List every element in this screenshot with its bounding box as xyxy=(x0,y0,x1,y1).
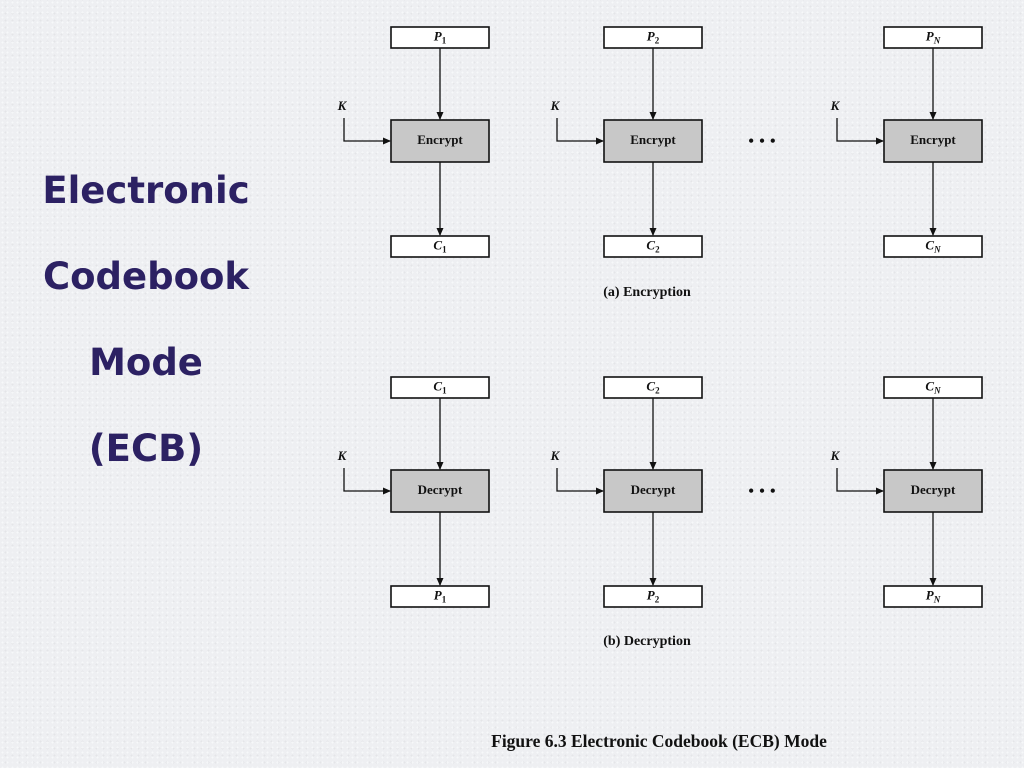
input-block-label: C1 xyxy=(433,378,447,395)
key-arrow xyxy=(343,118,391,145)
output-block-label: C1 xyxy=(433,237,447,254)
input-block-label: C2 xyxy=(646,378,660,395)
slide-title-line-1: Electronic xyxy=(42,169,250,212)
decrypt-box xyxy=(883,469,983,513)
output-block-box xyxy=(883,585,983,608)
output-block-label: PN xyxy=(926,587,941,604)
decrypt-box xyxy=(390,469,490,513)
output-block-box xyxy=(603,585,703,608)
key-label: K xyxy=(550,98,561,113)
encrypt-box xyxy=(390,119,490,163)
output-block-label: CN xyxy=(925,237,941,254)
output-block-box xyxy=(390,585,490,608)
key-label: K xyxy=(337,448,348,463)
ellipsis: • • • xyxy=(748,131,776,151)
operation-label: Encrypt xyxy=(417,132,463,147)
input-block-label: PN xyxy=(926,28,941,45)
key-label: K xyxy=(830,448,841,463)
output-block-label: P2 xyxy=(647,587,660,604)
encrypt-box xyxy=(883,119,983,163)
output-block-box xyxy=(603,235,703,258)
operation-label: Encrypt xyxy=(910,132,956,147)
output-block-box xyxy=(390,235,490,258)
encryption-subcaption: (a) Encryption xyxy=(603,285,691,300)
decryption-subcaption: (b) Decryption xyxy=(603,634,691,649)
slide-title-line-2: Codebook xyxy=(42,255,250,298)
key-arrow xyxy=(556,468,604,495)
key-arrow xyxy=(556,118,604,145)
operation-label: Decrypt xyxy=(911,482,956,497)
key-label: K xyxy=(830,98,841,113)
key-arrow xyxy=(836,118,884,145)
operation-label: Decrypt xyxy=(631,482,676,497)
input-block-label: P1 xyxy=(434,28,447,45)
input-block-label: CN xyxy=(925,378,941,395)
slide-title: Electronic Codebook Mode (ECB) xyxy=(30,150,262,494)
output-block-box xyxy=(883,235,983,258)
key-label: K xyxy=(337,98,348,113)
slide-title-line-4: (ECB) xyxy=(88,427,204,470)
output-block-label: C2 xyxy=(646,237,660,254)
decrypt-box xyxy=(603,469,703,513)
encryption-column-3: PN Encrypt K CN xyxy=(830,26,983,258)
figure-caption: Figure 6.3 Electronic Codebook (ECB) Mod… xyxy=(491,731,827,751)
slide-title-line-3: Mode xyxy=(89,341,203,384)
key-label: K xyxy=(550,448,561,463)
key-arrow xyxy=(836,468,884,495)
operation-label: Encrypt xyxy=(630,132,676,147)
key-arrow xyxy=(343,468,391,495)
ellipsis: • • • xyxy=(748,481,776,501)
decryption-column-3: CN Decrypt K PN xyxy=(830,376,983,608)
encrypt-box xyxy=(603,119,703,163)
operation-label: Decrypt xyxy=(418,482,463,497)
output-block-label: P1 xyxy=(434,587,447,604)
input-block-label: P2 xyxy=(647,28,660,45)
